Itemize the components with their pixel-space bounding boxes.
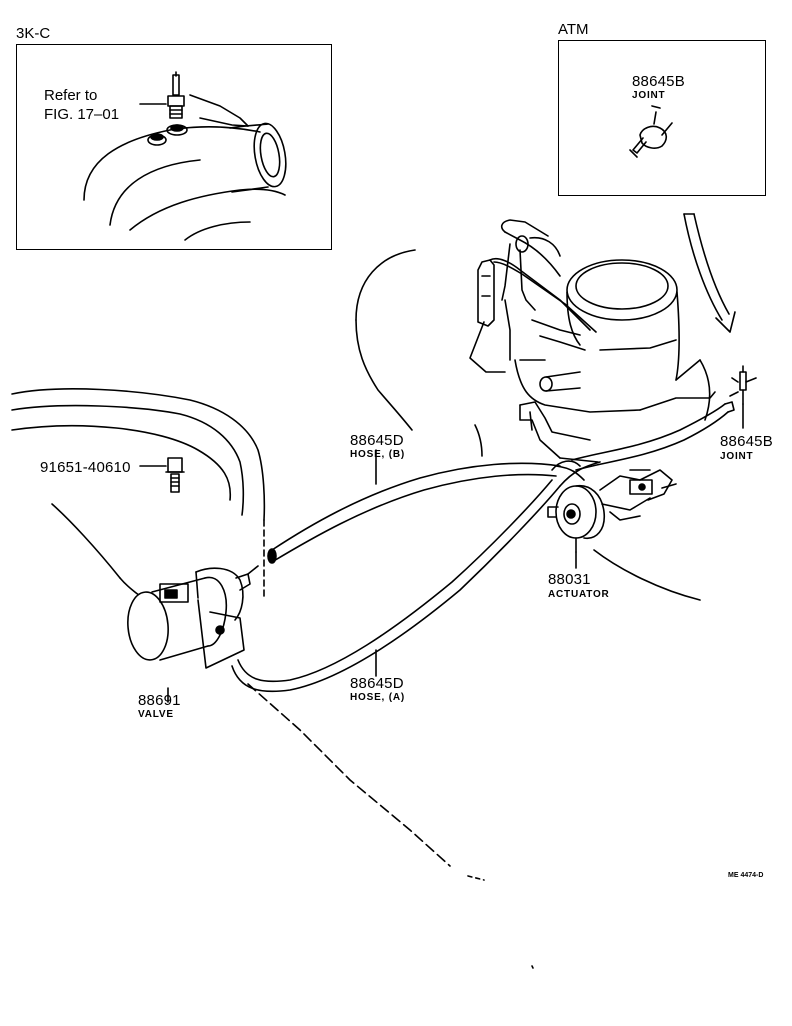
valve-88691: [127, 565, 259, 703]
hose-a-number[interactable]: 88645D: [350, 675, 404, 692]
refer-line-1: Refer to: [44, 87, 98, 104]
leader-lines: [247, 449, 577, 969]
engine-carburetor: [469, 219, 716, 463]
hose-b: [267, 462, 585, 564]
inset-atm-title: ATM: [558, 21, 589, 38]
actuator-88031: [547, 469, 673, 553]
hose-a-name: HOSE, (A): [350, 692, 405, 703]
bolt-number[interactable]: 91651-40610: [40, 459, 131, 476]
inset-atm-joint-drawing: [629, 105, 673, 158]
hose-to-joint: [571, 401, 735, 471]
body-outline: [11, 249, 701, 611]
joint-number[interactable]: 88645B: [720, 433, 773, 450]
bolt-91651: [139, 457, 185, 493]
joint-88645b: [729, 365, 757, 429]
hose-b-name: HOSE, (B): [350, 449, 405, 460]
valve-name: VALVE: [138, 709, 174, 720]
joint-name: JOINT: [720, 451, 754, 462]
direction-arrow: [683, 213, 736, 333]
inset-3kc-box: [16, 44, 332, 250]
inset-atm-box: [558, 40, 766, 196]
drawing-code: ME 4474-D: [728, 872, 764, 879]
inset-3kc-drawing: [83, 71, 287, 241]
actuator-name: ACTUATOR: [548, 589, 610, 600]
inset-3kc-title: 3K-C: [16, 25, 51, 42]
hose-b-number[interactable]: 88645D: [350, 432, 404, 449]
refer-note[interactable]: Refer to FIG. 17–01: [44, 86, 119, 124]
refer-line-2: FIG. 17–01: [44, 106, 120, 123]
atm-joint-name: JOINT: [632, 90, 666, 101]
atm-joint-number[interactable]: 88645B: [632, 73, 685, 90]
valve-number[interactable]: 88691: [138, 692, 181, 709]
hose-a: [231, 460, 601, 693]
actuator-number[interactable]: 88031: [548, 571, 591, 588]
